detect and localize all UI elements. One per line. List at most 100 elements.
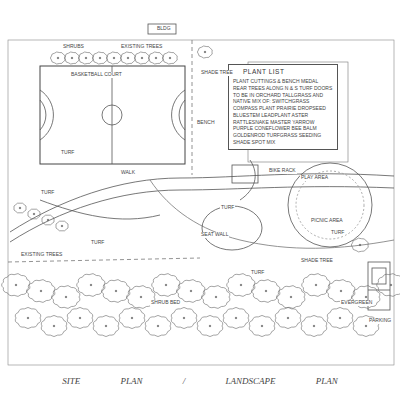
plan-linework [40,200,160,219]
plan-annotation: SHADE TREE [200,70,234,76]
plan-annotation: SHRUB BED [150,300,181,306]
plan-linework [232,165,258,183]
tree-trunk [113,57,115,59]
tree-canopy [42,215,54,225]
tree-canopy [249,315,275,336]
tree-trunk [209,325,211,327]
sheet-title: SITE PLAN / LANDSCAPE PLAN [62,376,338,386]
plan-annotation: TURF [60,150,75,156]
tree-trunk [105,325,107,327]
plan-annotation: TURF [250,270,265,276]
tree-trunk [365,325,367,327]
tree-trunk [90,284,92,286]
plan-annotation: PARKING [368,318,392,324]
tree-canopy [252,280,280,303]
tree-canopy [78,52,93,64]
tree-canopy [50,52,65,64]
plan-linework [192,40,193,175]
plan-linework [112,66,113,164]
tree-trunk [131,317,133,319]
plan-linework [240,160,255,200]
tree-canopy [377,274,400,297]
plan-linework [40,66,185,164]
tree-trunk [15,284,17,286]
tree-trunk [290,296,292,298]
tree-canopy [302,274,330,297]
tree-trunk [365,296,367,298]
plan-linework [368,290,390,291]
plan-linework [102,105,122,125]
tree-trunk [85,57,87,59]
plan-linework [8,258,200,262]
plan-linework [10,187,394,242]
tree-canopy [134,52,149,64]
plan-annotation: TURF [90,240,105,246]
property-line [8,40,200,262]
tree-canopy [92,52,107,64]
tree-trunk [71,57,73,59]
tree-canopy [327,307,353,328]
tree-trunk [115,290,117,292]
tree-trunk [27,317,29,319]
tree-canopy [275,307,301,328]
tree-canopy [41,315,67,336]
tree-trunk [313,325,315,327]
tree-trunk [141,57,143,59]
plan-annotation: BENCH [196,120,216,126]
plan-annotation: SHADE TREE [300,258,334,264]
tree-trunk [53,325,55,327]
tree-canopy [28,209,40,219]
plan-linework [8,40,394,365]
tree-canopy [171,307,197,328]
basketball-court [40,66,185,164]
plan-annotation: BLDG [156,26,172,32]
tree-trunk [359,244,361,246]
tree-canopy [223,307,249,328]
plan-annotation: TURF [220,205,235,211]
tree-trunk [47,219,49,221]
tree-canopy [27,280,55,303]
plan-annotation: PLAY AREA [300,175,329,181]
plan-linework [296,171,364,239]
plan-annotation: EVERGREEN [340,300,373,306]
tree-canopy [2,274,30,297]
tree-canopy [15,307,41,328]
tree-canopy [93,315,119,336]
plan-linework [372,268,386,284]
tree-trunk [155,57,157,59]
tree-trunk [57,57,59,59]
plan-annotation: SHRUBS [62,44,85,50]
tree-trunk [127,57,129,59]
tree-canopy [227,274,255,297]
plan-annotation: EXISTING TREES [120,44,163,50]
plan-linework [179,100,185,130]
tree-canopy [120,52,135,64]
tree-trunk [261,325,263,327]
tree-trunk [140,296,142,298]
tree-trunk [235,317,237,319]
tree-trunk [19,207,21,209]
tree-trunk [240,284,242,286]
tree-trunk [265,290,267,292]
tree-canopy [67,307,93,328]
tree-trunk [340,290,342,292]
tree-canopy [52,286,80,309]
plan-linework [40,100,46,130]
plan-linework [288,163,372,247]
tree-canopy [327,280,355,303]
plan-linework [10,174,394,232]
tree-canopy [177,280,205,303]
tree-trunk [65,296,67,298]
tree-canopy [197,315,223,336]
list-heading: PLANT LIST [243,68,333,75]
tree-canopy [202,286,230,309]
tree-trunk [204,51,206,53]
tree-trunk [40,290,42,292]
tree-canopy [197,46,212,58]
plan-annotation: PICNIC AREA [310,218,344,224]
tree-trunk [169,57,171,59]
tree-canopy [351,238,368,252]
list-body: PLANT CUTTINGS & BENCH MEDAL REAR TREES … [233,78,333,146]
